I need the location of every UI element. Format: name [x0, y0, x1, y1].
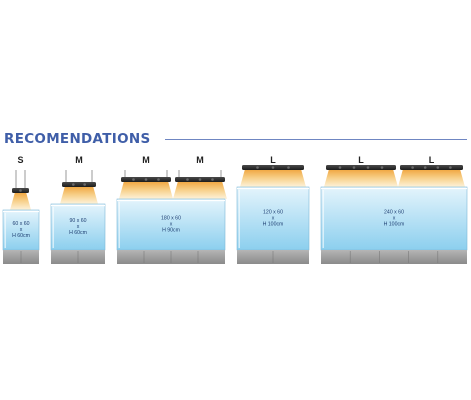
tank-dimension-text: x — [77, 224, 80, 230]
fixture-led — [287, 166, 290, 169]
fixture-led — [83, 183, 86, 186]
light-size-label: M — [142, 155, 150, 165]
light-glow — [10, 192, 31, 210]
tank-dimension-text: 240 x 60 — [384, 210, 404, 216]
light-glow — [60, 186, 98, 204]
light-glow — [119, 181, 173, 199]
fixture-led — [211, 178, 214, 181]
light-size-label: L — [270, 155, 276, 165]
light-glow — [173, 181, 227, 199]
light-fixture — [326, 165, 396, 170]
tank-water — [236, 186, 310, 251]
tank-dimension-text: H 100cm — [384, 222, 405, 228]
light-fixture — [400, 165, 463, 170]
fixture-led — [352, 166, 356, 169]
fixture-led — [256, 166, 259, 169]
glass-highlight — [52, 207, 54, 248]
light-fixture — [62, 182, 96, 187]
light-glow — [240, 169, 306, 187]
tank-dimension-text: x — [170, 222, 173, 228]
tank-dimension-text: H 60cm — [12, 233, 30, 239]
tank-dimension-text: 90 x 60 — [69, 218, 86, 224]
tank-dimension-text: H 60cm — [69, 230, 87, 236]
fixture-led — [380, 166, 384, 169]
fixture-led — [157, 178, 160, 181]
light-glow — [324, 169, 398, 187]
fixture-led — [132, 178, 135, 181]
fixture-led — [19, 189, 22, 192]
fixture-led — [411, 166, 414, 169]
recommendations-heading: RECOMENDATIONS — [4, 131, 151, 147]
tank-dimension-text: 120 x 60 — [263, 210, 283, 216]
light-size-label: S — [17, 155, 23, 165]
fixture-led — [366, 166, 370, 169]
fixture-led — [436, 166, 440, 169]
heading-divider — [165, 139, 467, 140]
tank-water — [2, 209, 40, 251]
glass-highlight — [322, 190, 324, 248]
tank-water — [320, 186, 468, 251]
tank-stand — [321, 250, 467, 264]
tank-dimension-text: 180 x 60 — [161, 216, 181, 222]
fixture-led — [338, 166, 342, 169]
tank-dimension-text: x — [20, 227, 23, 233]
tank-dimension-text: H 90cm — [162, 228, 180, 234]
tank-dimension-text: x — [272, 216, 275, 222]
glass-highlight — [4, 213, 6, 248]
light-glow — [398, 169, 465, 187]
tank-dimension-text: 60 x 60 — [12, 221, 29, 227]
light-size-label: L — [429, 155, 435, 165]
fixture-led — [423, 166, 427, 169]
tank-dimension-text: H 100cm — [263, 222, 284, 228]
tank-dimension-text: x — [393, 216, 396, 222]
light-size-label: M — [75, 155, 83, 165]
fixture-led — [271, 166, 275, 169]
light-size-label: M — [196, 155, 204, 165]
tank-water — [116, 198, 226, 251]
fixture-led — [144, 178, 148, 181]
fixture-led — [449, 166, 452, 169]
tank-water — [50, 203, 106, 251]
glass-highlight — [238, 190, 240, 248]
fixture-led — [72, 183, 75, 186]
glass-highlight — [118, 202, 120, 248]
light-size-label: L — [358, 155, 364, 165]
fixture-led — [186, 178, 189, 181]
fixture-led — [198, 178, 202, 181]
